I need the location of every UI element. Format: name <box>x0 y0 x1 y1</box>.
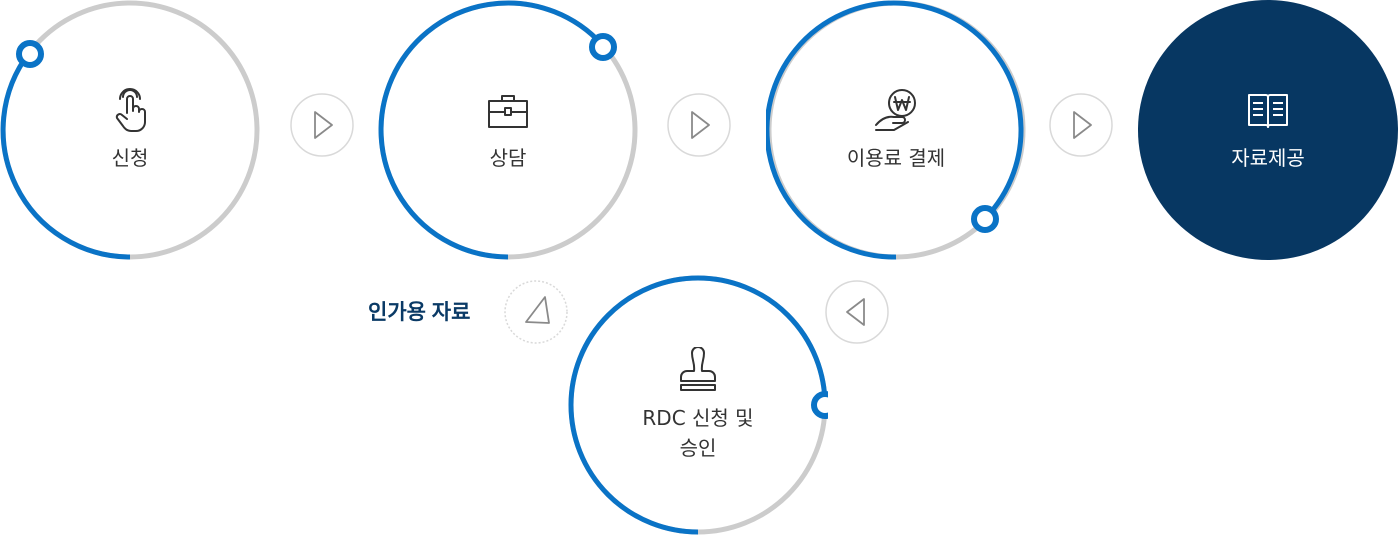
briefcase-icon <box>488 95 528 128</box>
arrow-right <box>667 93 731 157</box>
stamp-icon <box>680 347 716 391</box>
hand-tap-icon <box>115 88 146 132</box>
step-label: RDC 신청 및 승인 <box>642 406 754 460</box>
won-coin-hand-icon <box>875 89 916 131</box>
side-label: 인가용 자료 <box>368 301 471 324</box>
step-label: 상담 <box>489 146 527 170</box>
arrow-left <box>825 280 889 344</box>
step-label: 신청 <box>111 146 149 170</box>
step-label: 이용료 결제 <box>846 146 946 170</box>
step-label: 자료제공 <box>1231 146 1305 170</box>
step-apply: 신청 <box>0 0 260 260</box>
arrow-right <box>1049 93 1113 157</box>
step-provide: 자료제공 <box>1138 0 1398 260</box>
step-payment: 이용료 결제 <box>766 0 1026 260</box>
step-consult: 상담 <box>378 0 638 260</box>
open-book-icon <box>1248 94 1288 128</box>
step-rdc: RDC 신청 및 승인 <box>568 275 828 535</box>
arrow-up-left <box>504 280 568 344</box>
arrow-right <box>290 93 354 157</box>
